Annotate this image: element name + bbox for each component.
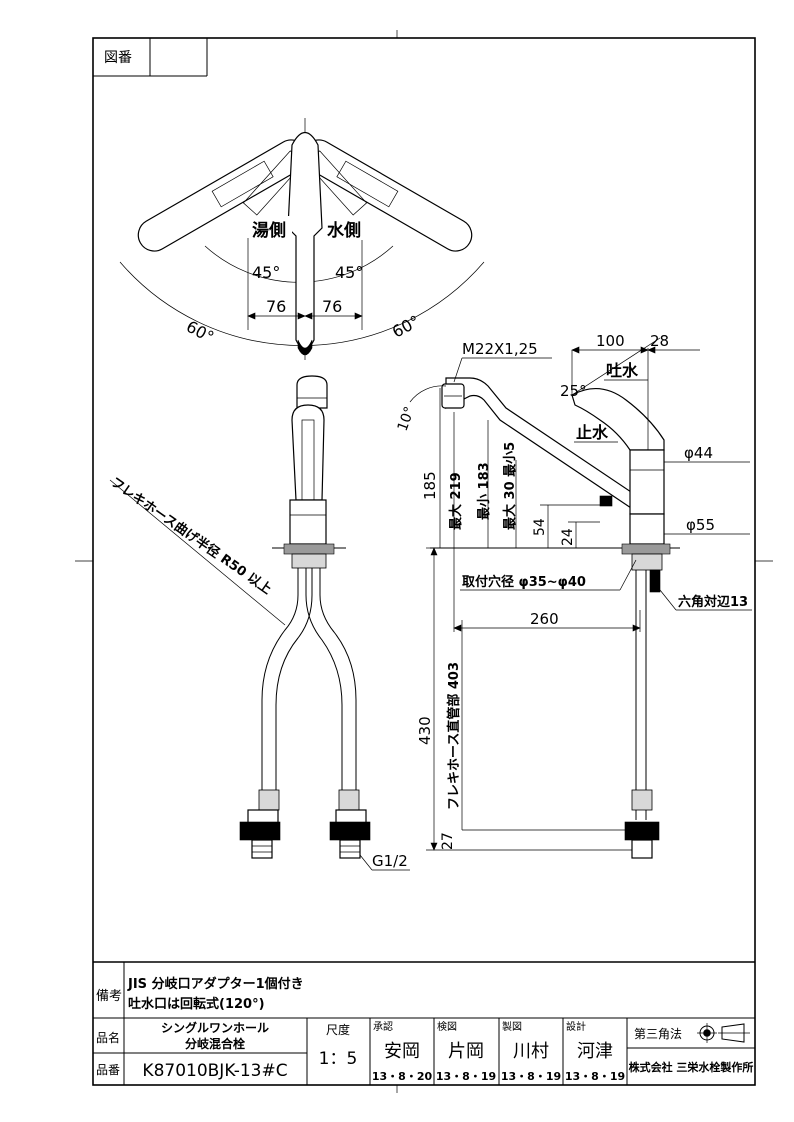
lever-center [287,131,323,350]
front-lever [291,404,325,501]
lever-left-position [302,139,473,252]
front-hose-right [305,568,357,790]
spout-tilt-angle: 10° [395,405,419,434]
remarks-line-2: 吐水口は回転式(120°) [128,996,265,1012]
offset-left-dim: 76 [266,297,286,316]
svg-text:安岡: 安岡 [384,1041,420,1062]
hose-straight-length: フレキホース直管部 403 [446,662,462,810]
title-block: 備考 JIS 分岐口アダプター1個付き 吐水口は回転式(120°) 品名 シング… [93,961,755,1085]
side-spout [445,377,641,516]
dim-28: 28 [650,332,669,350]
lever-angle-label: 25° [560,382,587,400]
base-diameter-55: φ55 [686,516,715,534]
side-body [629,449,665,515]
scale-label: 尺度 [326,1022,350,1037]
front-hose-left [261,568,313,790]
mount-hole-label: 取付穴径 φ35~φ40 [462,574,586,590]
product-code-label: 品番 [96,1063,120,1077]
front-body [289,499,327,545]
product-name-line-1: シングルワンホール [161,1020,269,1035]
connector-thread-label: G1/2 [372,852,408,870]
svg-text:13・8・19: 13・8・19 [565,1070,625,1083]
dim-54: 54 [532,518,548,536]
projection-label: 第三角法 [634,1027,682,1041]
dim-430: 430 [416,716,434,745]
approval-2: 検図 片岡 13・8・19 [436,1020,496,1083]
svg-text:検図: 検図 [437,1020,457,1033]
svg-text:製図: 製図 [502,1020,522,1033]
hose-bend-radius-note: フレキホース曲げ半径 R50 以上 [108,474,275,598]
spout-position-label: 吐水 [606,361,639,380]
front-view: G1/2 フレキホース曲げ半径 R50 以上 [108,375,410,871]
product-code: K87010BJK-13#C [142,1061,287,1081]
approval-1: 承認 安岡 13・8・20 [372,1020,433,1083]
top-view: 湯側 水側 45° 45° 76 76 60° 60° [119,118,485,360]
svg-text:川村: 川村 [513,1041,549,1062]
svg-text:設計: 設計 [566,1020,586,1033]
product-name-line-2: 分岐混合栓 [185,1036,245,1051]
swing-left-label: 60° [183,317,217,347]
drawing-frame [92,37,756,1086]
cold-side-label: 水側 [327,220,361,241]
product-name-label: 品名 [96,1030,120,1045]
approval-3: 製図 川村 13・8・19 [501,1020,561,1083]
dim-185: 185 [421,471,439,500]
hot-side-label: 湯側 [252,220,286,241]
max30-min5: 最大 30 最小5 [502,442,518,530]
max-219: 最大 219 [448,472,464,530]
svg-text:13・8・19: 13・8・19 [436,1070,496,1083]
front-connector-right [329,809,371,859]
dim-24: 24 [560,528,576,546]
body-diameter-44: φ44 [684,444,713,462]
side-view: 10° M22X1,25 100 28 吐水 25° 止水 φ44 φ55 18… [395,332,752,859]
svg-text:承認: 承認 [373,1020,393,1033]
remarks-label: 備考 [96,988,122,1004]
angle-hot-label: 45° [252,263,280,282]
third-angle-projection-icon [697,1023,750,1043]
scale-value: 1：5 [319,1049,358,1069]
hex-size-label: 六角対辺13 [678,594,748,610]
svg-text:13・8・19: 13・8・19 [501,1070,561,1083]
stop-position-label: 止水 [576,423,609,442]
company-name: 株式会社 三栄水栓製作所 [629,1060,754,1074]
angle-cold-label: 45° [335,263,363,282]
svg-text:片岡: 片岡 [448,1041,484,1062]
drawing-number-box: 図番 [93,38,208,77]
drawing-number-label: 図番 [104,50,132,66]
offset-right-dim: 76 [322,297,342,316]
remarks-line-1: JIS 分岐口アダプター1個付き [127,976,304,992]
dim-100: 100 [596,332,625,350]
approval-4: 設計 河津 13・8・19 [565,1020,625,1083]
min-183: 最小 183 [477,462,492,520]
svg-text:13・8・20: 13・8・20 [372,1070,433,1083]
dim-27: 27 [440,832,456,850]
thread-spec-label: M22X1,25 [462,340,538,358]
dim-260: 260 [530,610,559,628]
svg-text:河津: 河津 [577,1041,613,1062]
front-connector-left [239,809,281,859]
